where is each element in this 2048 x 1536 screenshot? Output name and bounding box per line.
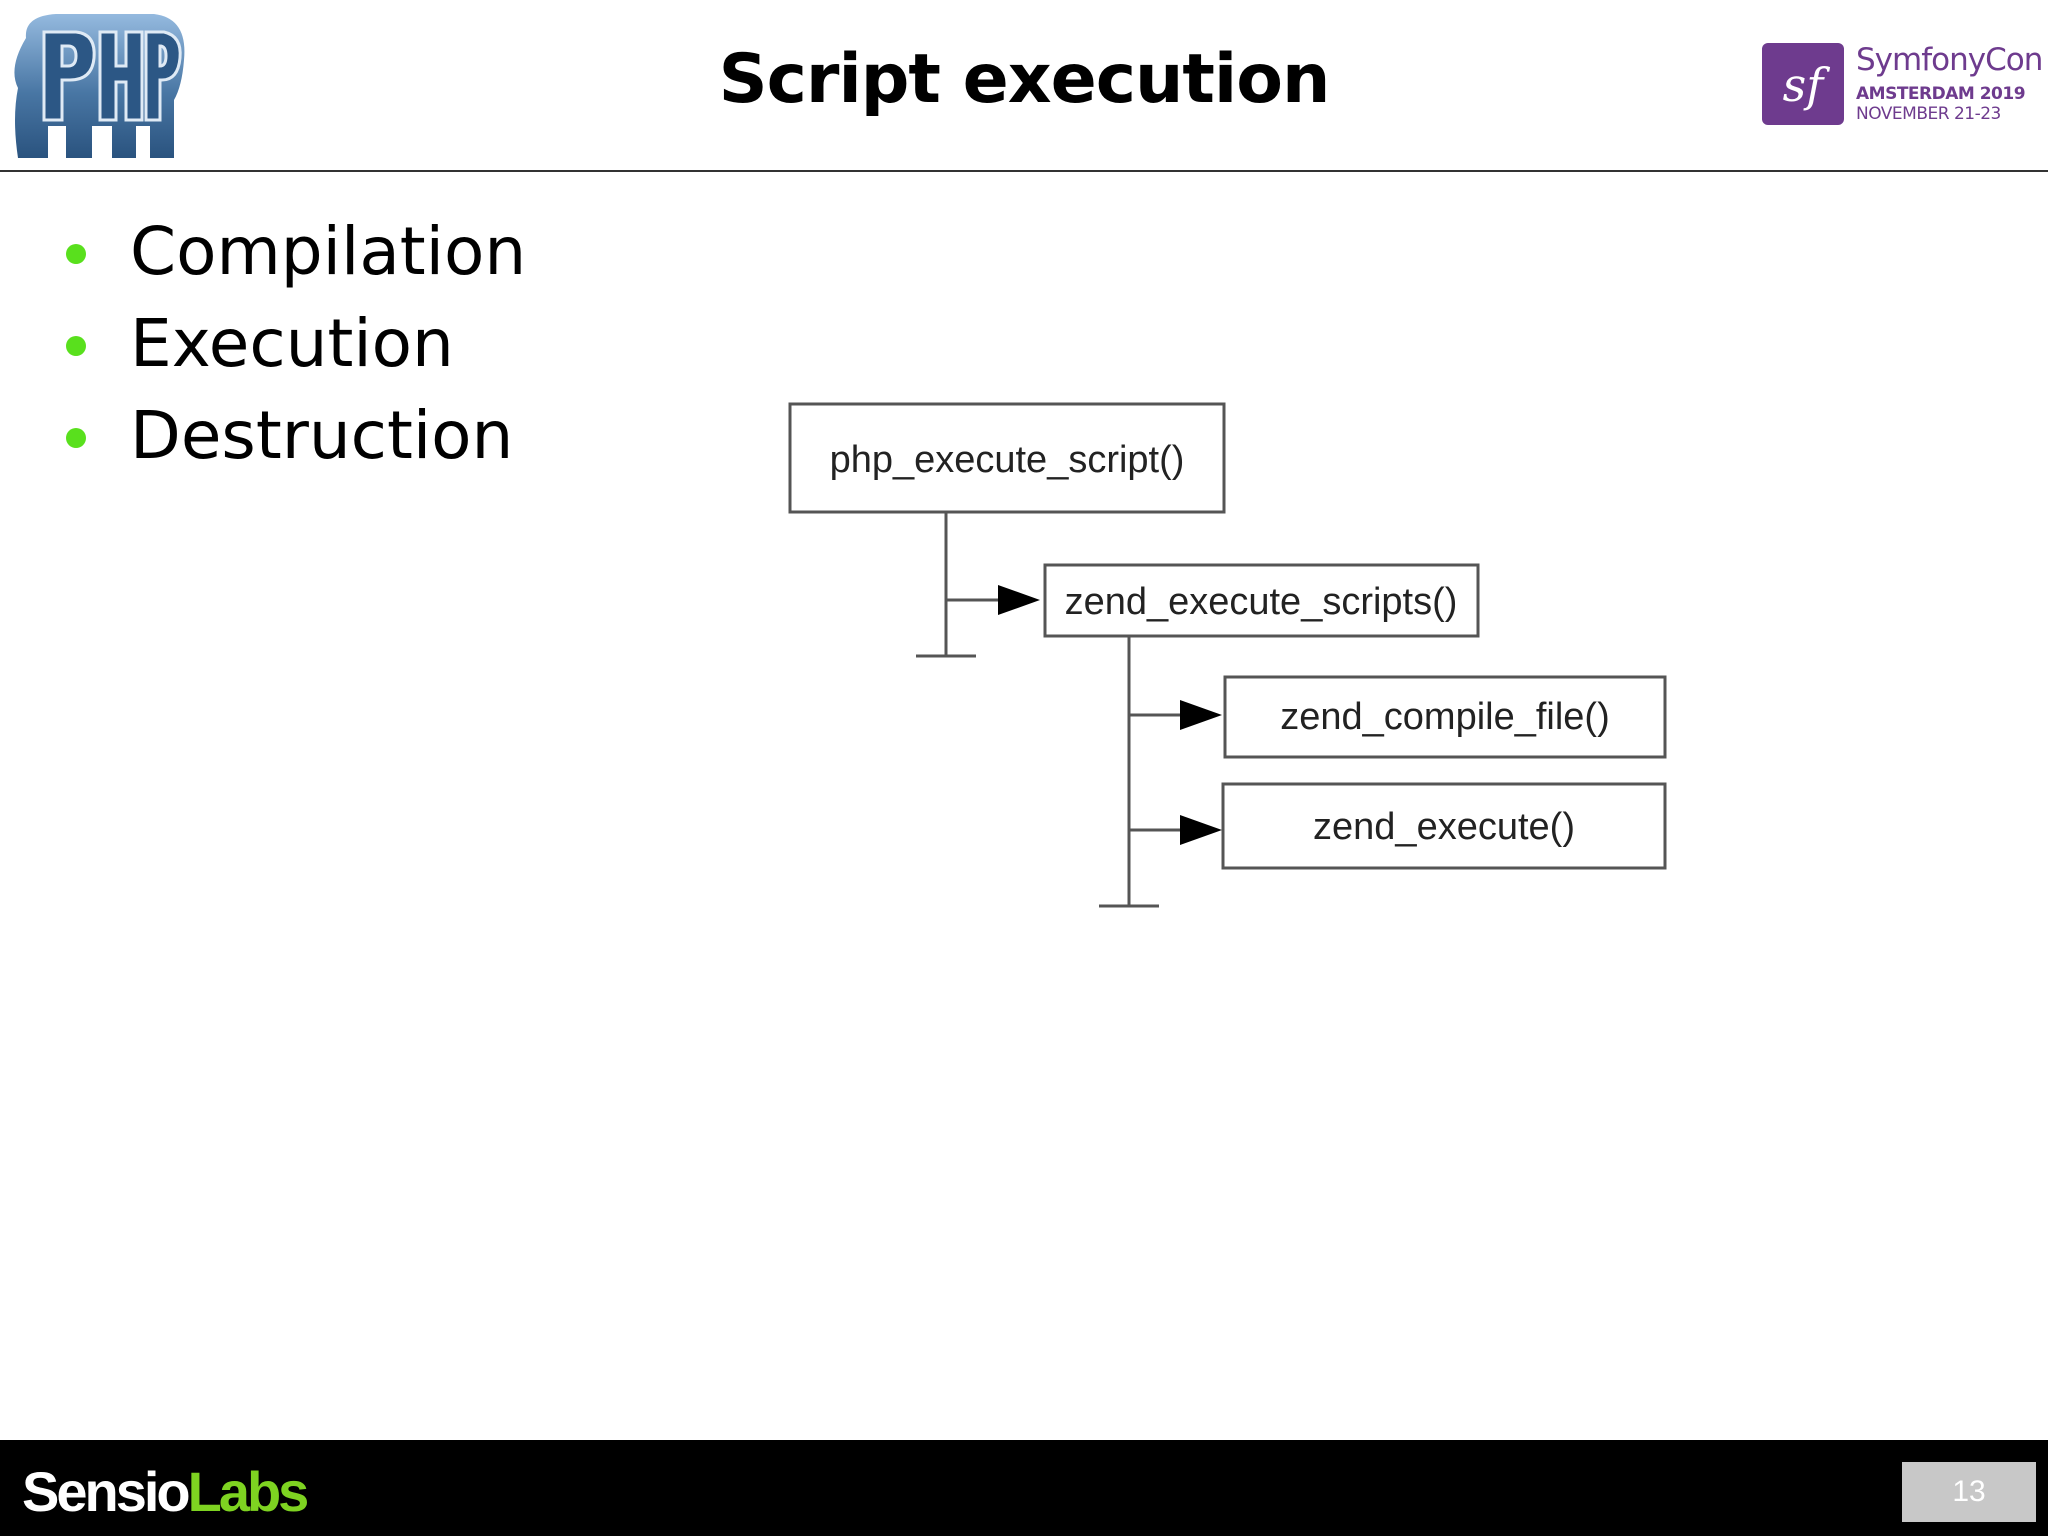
- arrow-head-icon: [1180, 700, 1222, 730]
- symfonycon-dates: NOVEMBER 21-23: [1856, 104, 2001, 124]
- slide-footer: SensioLabs 13: [0, 1440, 2048, 1536]
- slide-title: Script execution: [718, 40, 1331, 119]
- bullet-item: Destruction: [60, 396, 526, 488]
- node-label-zend-compile-file: zend_compile_file(): [1280, 696, 1610, 738]
- sf-logo-text: sf: [1783, 58, 1831, 112]
- node-box-zend-execute-scripts: [1043, 563, 1480, 638]
- bullet-item: Compilation: [60, 212, 526, 304]
- bullet-dot-icon: [66, 244, 86, 264]
- node-label-zend-execute-scripts: zend_execute_scripts(): [1065, 581, 1458, 623]
- symfonycon-name: SymfonyCon: [1856, 42, 2043, 78]
- bullet-list: Compilation Execution Destruction: [60, 212, 526, 488]
- brand-part-sensio: Sensio: [22, 1460, 191, 1523]
- arrow-head-icon: [1180, 815, 1222, 845]
- header-divider: [0, 170, 2048, 172]
- symfony-sf-logo-icon: sf: [1762, 43, 1844, 125]
- brand-part-labs: Labs: [187, 1460, 310, 1523]
- sensiolabs-logo: SensioLabs: [22, 1460, 310, 1524]
- node-box-zend-compile-file: [1223, 675, 1667, 759]
- node-box-zend-execute: [1221, 782, 1667, 870]
- node-label-php-execute-script: php_execute_script(): [830, 439, 1185, 481]
- page-number-box: 13: [1902, 1462, 2036, 1522]
- symfonycon-city: AMSTERDAM 2019: [1856, 84, 2026, 104]
- bullet-dot-icon: [66, 336, 86, 356]
- php-elephant-logo-icon: [14, 14, 185, 158]
- node-box-php-execute-script: [788, 402, 1226, 514]
- bullet-dot-icon: [66, 428, 86, 448]
- node-label-zend-execute: zend_execute(): [1313, 806, 1575, 848]
- bullet-label: Execution: [130, 305, 454, 382]
- arrow-head-icon: [998, 585, 1040, 615]
- bullet-label: Compilation: [130, 213, 527, 290]
- slide-header: Script execution sf SymfonyCon AMSTERDAM…: [0, 0, 2048, 172]
- bullet-item: Execution: [60, 304, 526, 396]
- page-number: 13: [1952, 1475, 1986, 1508]
- bullet-label: Destruction: [130, 397, 514, 474]
